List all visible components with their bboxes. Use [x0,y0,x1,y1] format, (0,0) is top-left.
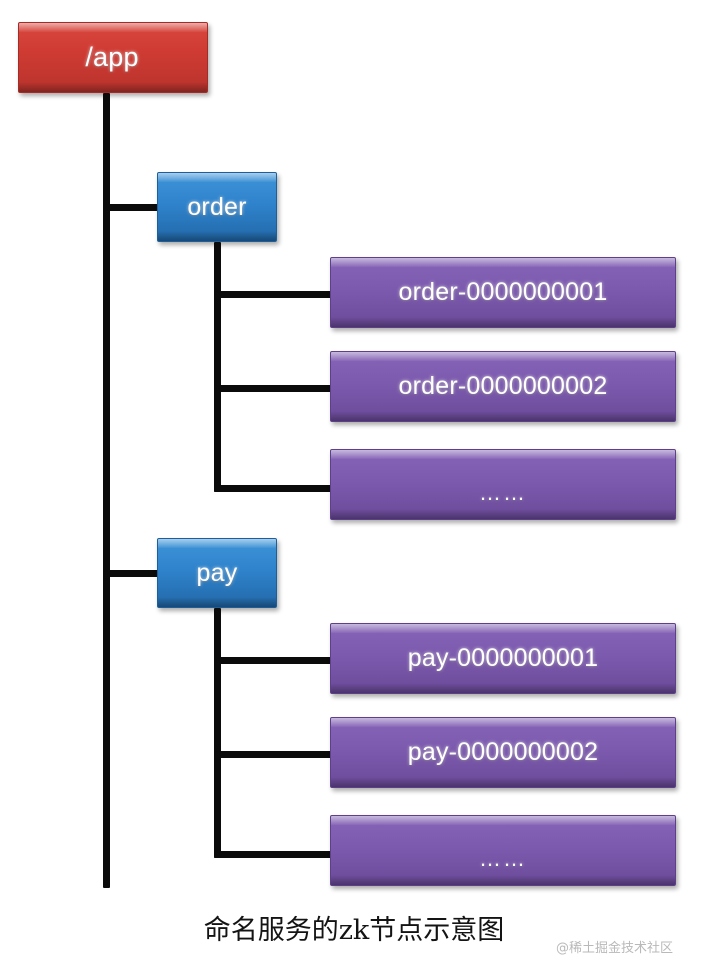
watermark: @稀土掘金技术社区 [556,941,674,956]
node-pay-seq-more[interactable]: …… [330,815,676,886]
node-order-seq-more[interactable]: …… [330,449,676,520]
connector-order-to-child-1 [214,291,336,300]
node-order-seq-2-label: order-0000000002 [398,372,608,400]
connector-order-to-child-2 [214,385,336,394]
node-pay-seq-1[interactable]: pay-0000000001 [330,623,676,694]
node-order-service-label: order [187,192,247,221]
node-pay-service-label: pay [196,558,238,587]
node-order-seq-more-label: …… [479,479,527,505]
connector-pay-to-child-1 [214,657,336,666]
node-order-seq-2[interactable]: order-0000000002 [330,351,676,422]
connector-trunk-main [103,93,112,890]
node-pay-seq-1-label: pay-0000000001 [407,644,599,672]
connector-trunk-to-order [103,204,163,213]
node-app-root-label: /app [85,42,139,72]
connector-pay-to-child-3 [214,851,336,860]
connector-trunk-to-pay [103,570,163,579]
node-order-seq-1[interactable]: order-0000000001 [330,257,676,328]
connector-order-to-child-3 [214,485,336,494]
diagram-caption: 命名服务的zk节点示意图 [203,915,505,946]
connector-order-subtrunk [214,242,223,494]
node-app-root[interactable]: /app [18,22,208,93]
node-pay-service[interactable]: pay [157,538,277,608]
node-pay-seq-2[interactable]: pay-0000000002 [330,717,676,788]
node-pay-seq-more-label: …… [479,845,527,871]
connector-pay-to-child-2 [214,751,336,760]
connector-pay-subtrunk [214,608,223,860]
node-pay-seq-2-label: pay-0000000002 [407,738,599,766]
node-order-seq-1-label: order-0000000001 [398,278,608,306]
node-order-service[interactable]: order [157,172,277,242]
